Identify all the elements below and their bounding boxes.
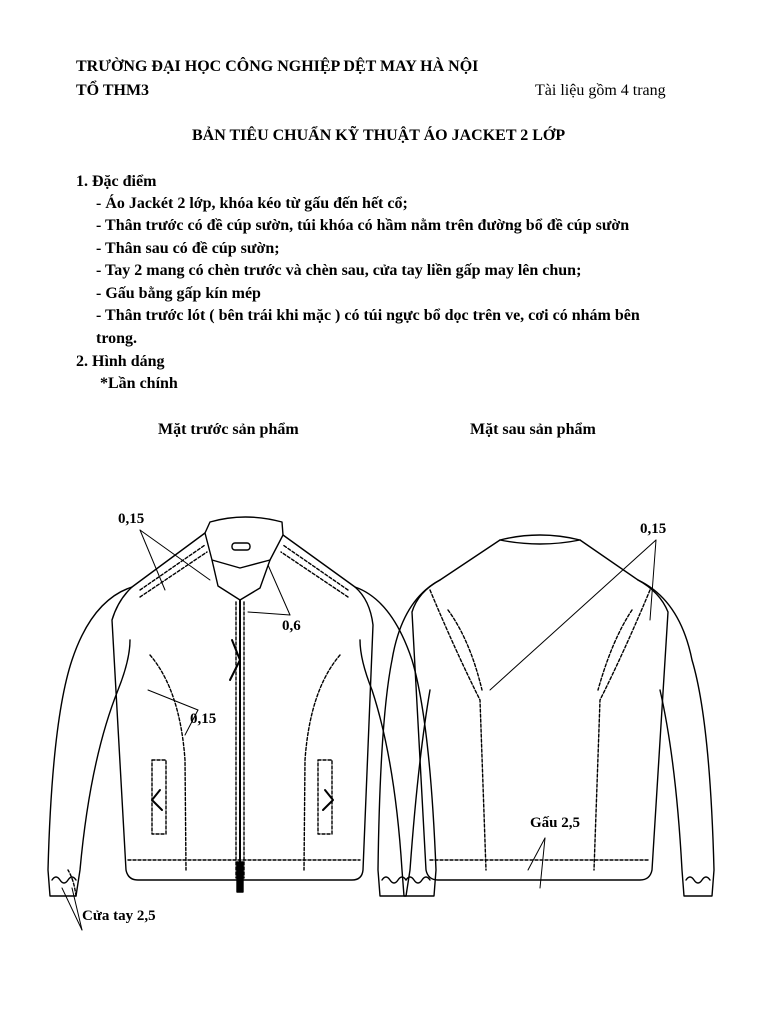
feature-item-continued: trong. [96, 330, 138, 347]
feature-item: - Áo Jackét 2 lớp, khóa kéo từ gấu đến h… [96, 195, 408, 212]
feature-item: - Thân trước lót ( bên trái khi mặc ) có… [96, 307, 640, 324]
group-name: TỔ THM3 [76, 82, 150, 99]
annotation-back-seam: 0,15 [640, 521, 667, 537]
back-jacket [377, 534, 715, 897]
feature-item: - Tay 2 mang có chèn trước và chèn sau, … [96, 262, 582, 279]
feature-item: - Thân sau có đề cúp sườn; [96, 240, 280, 257]
feature-item: - Gấu bằng gấp kín mép [96, 285, 261, 302]
section-shape-heading: 2. Hình dáng [76, 353, 165, 370]
document-title: BẢN TIÊU CHUẨN KỸ THUẬT ÁO JACKET 2 LỚP [192, 127, 566, 144]
annotation-hem: Gấu 2,5 [530, 815, 581, 831]
annotation-leaders [61, 529, 657, 931]
annotation-side-front: 0,15 [190, 711, 217, 727]
front-jacket [47, 516, 437, 897]
annotation-cuff: Cửa tay 2,5 [82, 908, 156, 924]
feature-item: - Thân trước có đề cúp sườn, túi khóa có… [96, 217, 630, 234]
school-name: TRƯỜNG ĐẠI HỌC CÔNG NGHIỆP DỆT MAY HÀ NỘ… [76, 58, 479, 75]
annotation-shoulder-front: 0,15 [118, 511, 145, 527]
section-features-heading: 1. Đặc điểm [76, 173, 157, 190]
annotation-zipper: 0,6 [282, 618, 301, 634]
jacket-technical-drawing [47, 516, 715, 931]
main-layer-label: *Lần chính [100, 375, 178, 392]
page-count: Tài liệu gồm 4 trang [535, 82, 666, 99]
back-view-label: Mặt sau sản phẩm [470, 421, 596, 438]
front-view-label: Mặt trước sản phẩm [158, 421, 299, 438]
